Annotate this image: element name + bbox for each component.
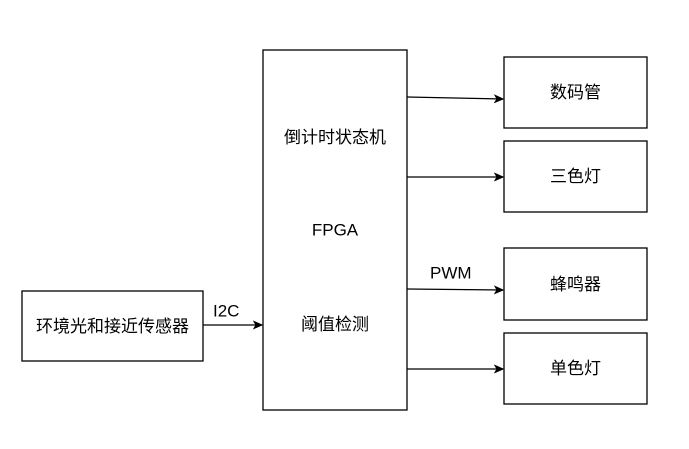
digital-tube-node: 数码管 <box>503 56 648 129</box>
digital-tube-box <box>503 56 648 129</box>
fpga-threshold-label: 阈值检测 <box>301 315 369 335</box>
fpga-state-machine-label: 倒计时状态机 <box>284 128 386 148</box>
buzzer-node: 蜂鸣器 <box>503 247 648 321</box>
buzzer-label: 蜂鸣器 <box>550 275 601 295</box>
tricolor-light-label: 三色灯 <box>550 167 601 187</box>
digital-tube-label: 数码管 <box>550 83 601 103</box>
buzzer-box <box>503 247 648 321</box>
pwm-label: PWM <box>430 263 472 282</box>
single-color-light-label: 单色灯 <box>550 359 601 379</box>
buzzer-arrow <box>406 289 503 290</box>
sensor-label: 环境光和接近传感器 <box>36 317 189 337</box>
single-color-light-node: 单色灯 <box>503 332 648 405</box>
single-color-light-box <box>503 332 648 405</box>
fpga-label: FPGA <box>312 220 359 239</box>
sensor-box <box>21 290 204 362</box>
digital-tube-arrow <box>406 97 503 99</box>
i2c-label: I2C <box>213 301 239 320</box>
fpga-node: 倒计时状态机 FPGA 阈值检测 <box>262 49 408 411</box>
tricolor-light-box <box>503 140 648 213</box>
sensor-node: 环境光和接近传感器 <box>21 290 204 362</box>
tricolor-light-node: 三色灯 <box>503 140 648 213</box>
fpga-box <box>262 49 408 411</box>
